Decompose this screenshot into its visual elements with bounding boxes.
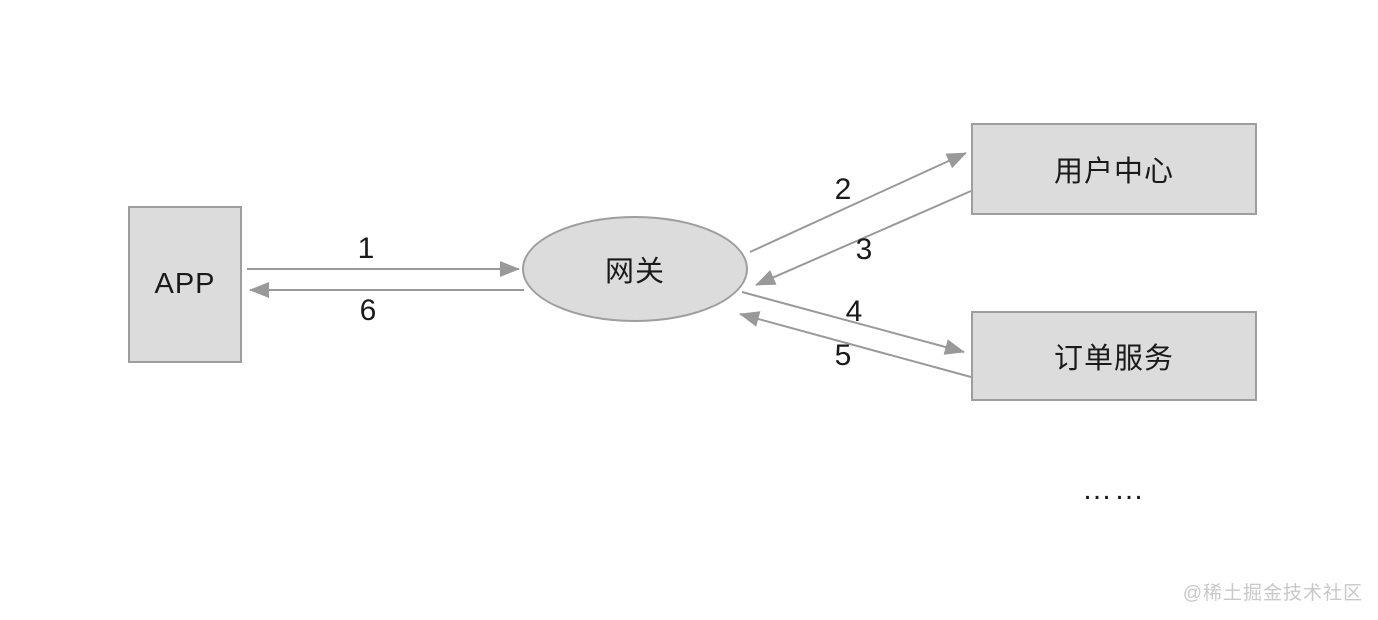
node-order-service-label: 订单服务 — [1053, 343, 1174, 375]
edge-3-user-center-to-gateway — [755, 190, 972, 286]
more-services-ellipsis: …… — [1082, 473, 1146, 506]
edge-label-5: 5 — [834, 339, 852, 372]
watermark-text: @稀土掘金技术社区 — [1182, 583, 1363, 604]
node-user-center: 用户中心 — [971, 123, 1257, 215]
node-gateway-label: 网关 — [604, 256, 665, 288]
edge-label-3: 3 — [855, 233, 873, 266]
edge-label-4: 4 — [845, 295, 863, 328]
node-gateway: 网关 — [522, 216, 748, 322]
edge-5-order-service-to-gateway — [739, 311, 972, 378]
edge-label-1: 1 — [357, 232, 375, 265]
node-app-label: APP — [154, 268, 216, 300]
edge-2-gateway-to-user-center — [749, 152, 967, 253]
edge-4-gateway-to-order-service — [741, 291, 965, 355]
node-user-center-label: 用户中心 — [1053, 156, 1174, 188]
edge-label-6: 6 — [359, 294, 377, 327]
node-order-service: 订单服务 — [971, 311, 1257, 401]
node-app: APP — [128, 206, 242, 363]
edge-label-2: 2 — [834, 173, 852, 206]
